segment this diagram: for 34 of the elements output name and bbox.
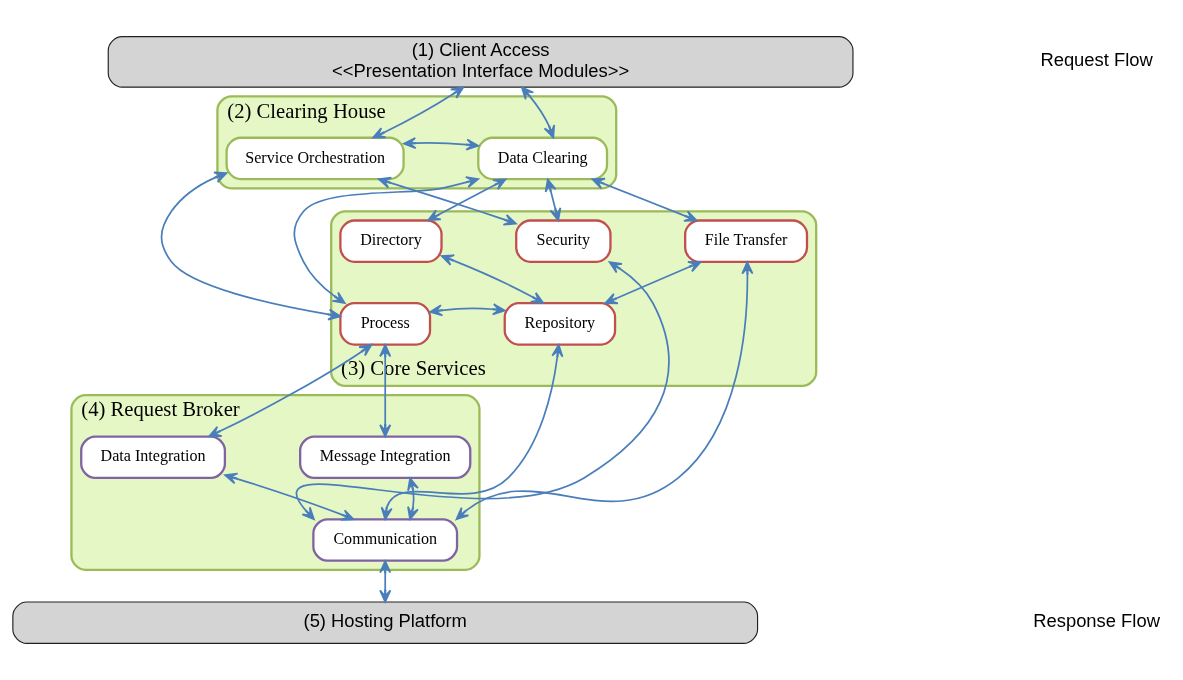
arrow — [208, 343, 373, 438]
arrow — [604, 260, 702, 305]
arrow — [520, 86, 556, 139]
arrow — [544, 178, 562, 222]
arrow — [377, 176, 517, 226]
node-box: Directory — [339, 219, 443, 263]
node-box: Message Integration — [299, 435, 472, 480]
arrow — [293, 176, 480, 304]
node-box: (5) Hosting Platform — [12, 601, 759, 644]
arrow — [296, 261, 670, 521]
node-box: Communication — [312, 518, 459, 562]
node-box: Repository — [503, 302, 617, 346]
node-box: Security — [515, 219, 612, 263]
arrow — [160, 171, 342, 321]
arrow — [403, 137, 480, 151]
arrow — [224, 472, 355, 521]
arrow — [455, 261, 754, 521]
arrow — [379, 344, 392, 438]
arrow — [380, 343, 564, 521]
arrow — [440, 254, 545, 304]
arrow — [379, 560, 392, 603]
arrow — [591, 177, 698, 222]
arrow — [372, 86, 465, 139]
label: Response Flow — [1033, 610, 1160, 632]
node-box: Data Clearing — [477, 136, 609, 181]
node-box: Service Orchestration — [225, 136, 405, 181]
arrow — [429, 303, 506, 317]
arrow — [427, 178, 507, 222]
arrow — [407, 477, 419, 521]
label: Request Flow — [1040, 49, 1153, 71]
node-box: File Transfer — [684, 219, 809, 263]
node-box: Data Integration — [80, 435, 227, 480]
node-box: (1) Client Access <<Presentation Interface Modules>> — [107, 36, 854, 88]
node-box: Process — [339, 302, 432, 346]
